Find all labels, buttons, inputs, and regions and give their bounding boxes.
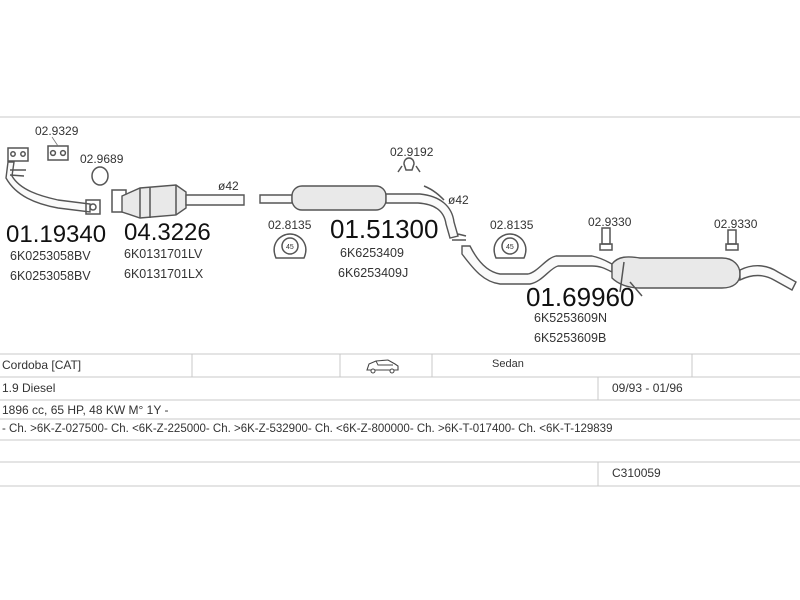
rear-silencer-oem-1: 6K5253609N — [534, 311, 607, 325]
hanger-1-ring-label: 45 — [286, 244, 294, 251]
sedan-car-icon — [366, 359, 399, 374]
ring-left-code: 02.9689 — [80, 152, 124, 166]
diameter-leader-line — [423, 185, 445, 201]
specs-cell: 1896 cc, 65 HP, 48 KW M° 1Y - — [2, 403, 169, 417]
clamp-mid-part[interactable] — [397, 157, 421, 173]
rear-silencer-code: 01.69960 — [526, 282, 634, 312]
info-table-grid — [0, 353, 800, 487]
front-pipe-oem-1: 6K0253058BV — [10, 249, 91, 263]
front-pipe-code: 01.19340 — [6, 221, 106, 248]
gasket-top-code: 02.9329 — [35, 124, 79, 138]
rear-silencer-oem-2: 6K5253609B — [534, 331, 606, 345]
system-code-cell: C310059 — [612, 466, 661, 480]
chassis-cell: - Ch. >6K-Z-027500- Ch. <6K-Z-225000- Ch… — [2, 423, 613, 435]
hanger-2-ring-label: 45 — [506, 244, 514, 251]
hanger-2-code: 02.8135 — [490, 218, 534, 232]
catalyst-oem-1: 6K0131701LV — [124, 247, 203, 261]
ring-left-part[interactable] — [91, 166, 109, 186]
hanger-1-code: 02.8135 — [268, 218, 312, 232]
engine-cell: 1.9 Diesel — [2, 381, 56, 395]
rear-silencer-part[interactable] — [461, 245, 797, 297]
bolt-2-part[interactable] — [725, 229, 739, 251]
clamp-mid-code: 02.9192 — [390, 145, 434, 159]
model-cell: Cordoba [CAT] — [2, 358, 82, 372]
hanger-1-part[interactable]: 45 — [273, 233, 307, 259]
gasket-top-part[interactable] — [47, 145, 69, 161]
center-silencer-oem-1: 6K6253409 — [340, 246, 404, 260]
bolt-1-code: 02.9330 — [588, 215, 632, 229]
catalyst-part[interactable] — [111, 184, 245, 219]
hanger-2-part[interactable]: 45 — [493, 233, 527, 259]
catalyst-oem-2: 6K0131701LX — [124, 267, 204, 281]
years-cell: 09/93 - 01/96 — [612, 381, 683, 395]
center-silencer-code: 01.51300 — [330, 214, 438, 244]
catalyst-code: 04.3226 — [124, 219, 211, 246]
mid-pipe-diameter: ø42 — [448, 193, 469, 207]
body-type-cell: Sedan — [492, 358, 524, 370]
bolt-1-part[interactable] — [599, 227, 613, 251]
center-silencer-part[interactable] — [259, 185, 467, 241]
bolt-2-code: 02.9330 — [714, 217, 758, 231]
center-silencer-oem-2: 6K6253409J — [338, 266, 408, 280]
front-pipe-oem-2: 6K0253058BV — [10, 269, 91, 283]
front-pipe-part[interactable] — [5, 147, 101, 215]
catalyst-diameter: ø42 — [218, 179, 239, 193]
